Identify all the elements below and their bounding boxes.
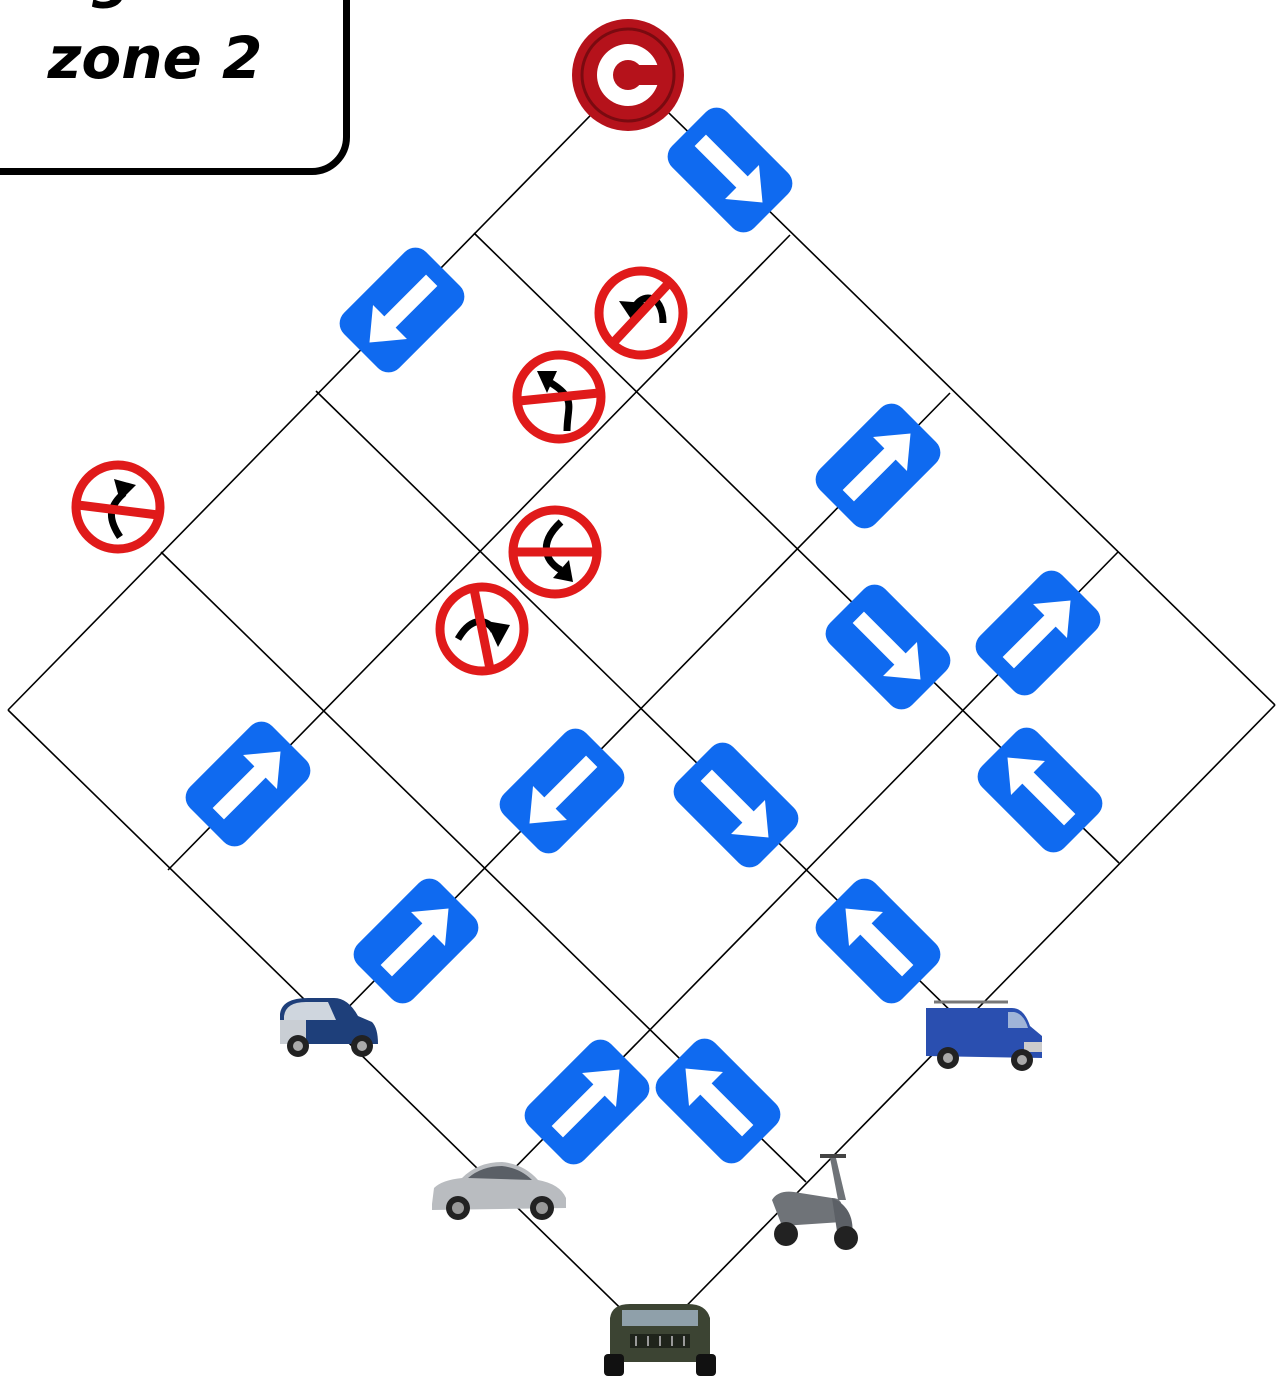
- no-u-turn-icon: [594, 266, 688, 360]
- no-turn-icon: [508, 505, 602, 599]
- one-way-arrow-icon: [518, 1033, 656, 1171]
- smart-car-icon: [280, 998, 378, 1057]
- vehicles: [280, 998, 1042, 1376]
- road-grid: [7, 74, 1276, 1341]
- van-icon: [926, 1000, 1042, 1071]
- one-way-arrow-icon: [347, 872, 485, 1010]
- one-way-arrow-icon: [661, 101, 799, 239]
- one-way-arrow-icon: [179, 715, 317, 853]
- road-line: [7, 74, 631, 711]
- no-right-turn-icon: [435, 582, 529, 676]
- no-left-turn-icon: [71, 460, 165, 554]
- title-line-2: zone 2: [47, 24, 263, 92]
- scooter-icon: [772, 1154, 858, 1250]
- title-line-1: congestion: [0, 0, 343, 5]
- title-box: congestion zone 2: [0, 0, 350, 175]
- no-left-turn-icon: [512, 350, 606, 444]
- one-way-arrow-icon: [649, 1032, 787, 1170]
- one-way-arrow-icon: [667, 736, 805, 874]
- one-way-arrow-icon: [333, 241, 471, 379]
- suv-icon: [604, 1304, 716, 1376]
- one-way-arrow-icon: [971, 721, 1109, 859]
- congestion-charge-c-icon: [572, 19, 684, 131]
- sedan-car-icon: [432, 1162, 566, 1220]
- one-way-arrow-icon: [819, 578, 957, 716]
- no-turn-signs: [71, 266, 688, 676]
